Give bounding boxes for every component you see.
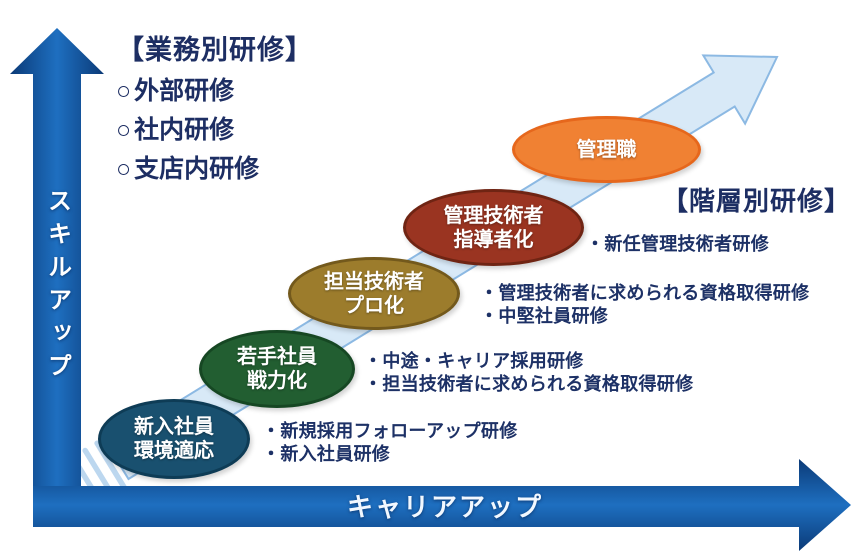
training-note-label: 新任管理技術者研修: [604, 234, 770, 254]
stage-label: 新入社員: [134, 416, 214, 438]
training-note: ・新任管理技術者研修: [586, 233, 769, 256]
business-training-item: ○支店内研修: [116, 150, 259, 189]
stage-ellipse-engineer-in-charge: 担当技術者 プロ化: [288, 257, 460, 330]
training-notes-managing-engineer: ・新任管理技術者研修: [586, 233, 769, 256]
training-notes-engineer-in-charge: ・管理技術者に求められる資格取得研修 ・中堅社員研修: [480, 282, 809, 328]
business-training-item: ○社内研修: [116, 111, 259, 150]
dot-bullet-icon: ・: [364, 374, 383, 394]
circle-bullet-icon: ○: [116, 77, 132, 105]
stage-label: 管理技術者: [443, 204, 544, 227]
business-training-item-label: 支店内研修: [134, 155, 260, 183]
business-training-item: ○外部研修: [116, 72, 259, 111]
dot-bullet-icon: ・: [262, 421, 281, 441]
circle-bullet-icon: ○: [116, 155, 132, 183]
y-axis-arrow: [10, 28, 104, 527]
dot-bullet-icon: ・: [480, 283, 499, 303]
training-note: ・担当技術者に求められる資格取得研修: [364, 373, 693, 396]
training-notes-new-employee: ・新規採用フォローアップ研修 ・新入社員研修: [262, 420, 518, 466]
business-training-list: ○外部研修 ○社内研修 ○支店内研修: [116, 72, 259, 189]
stage-label: 戦力化: [247, 370, 307, 392]
dot-bullet-icon: ・: [586, 234, 605, 254]
training-note-label: 中途・キャリア採用研修: [382, 351, 584, 371]
training-note: ・中途・キャリア採用研修: [364, 350, 693, 373]
training-note: ・管理技術者に求められる資格取得研修: [480, 282, 809, 305]
dot-bullet-icon: ・: [262, 444, 281, 464]
stage-ellipse-manager: 管理職: [512, 116, 701, 183]
stage-label: 指導者化: [453, 228, 534, 251]
x-axis-label: キャリアアップ: [346, 492, 543, 522]
stage-ellipse-young-employee: 若手社員 戦力化: [199, 330, 355, 408]
stage-label: 管理職: [576, 138, 637, 161]
training-note-label: 新入社員研修: [280, 444, 391, 464]
circle-bullet-icon: ○: [116, 116, 132, 144]
business-training-item-label: 外部研修: [134, 77, 235, 105]
dot-bullet-icon: ・: [364, 351, 383, 371]
stage-label: 担当技術者: [324, 270, 424, 293]
stage-label: プロ化: [344, 294, 404, 317]
stage-label: 若手社員: [237, 346, 317, 368]
dot-bullet-icon: ・: [480, 306, 499, 326]
business-training-item-label: 社内研修: [134, 116, 235, 144]
stage-ellipse-new-employee: 新入社員 環境適応: [98, 399, 250, 479]
training-notes-young-employee: ・中途・キャリア採用研修 ・担当技術者に求められる資格取得研修: [364, 350, 693, 396]
training-note-label: 管理技術者に求められる資格取得研修: [498, 283, 810, 303]
stage-label: 環境適応: [134, 440, 214, 462]
x-axis-arrow: [33, 459, 851, 551]
y-axis-label: スキルアップ: [43, 188, 71, 386]
training-note: ・新規採用フォローアップ研修: [262, 420, 518, 443]
business-training-heading: 【業務別研修】: [117, 35, 313, 65]
training-note-label: 新規採用フォローアップ研修: [280, 421, 518, 441]
training-note-label: 担当技術者に求められる資格取得研修: [382, 374, 694, 394]
training-note: ・中堅社員研修: [480, 305, 809, 328]
stage-ellipse-managing-engineer: 管理技術者 指導者化: [403, 189, 584, 266]
tier-training-heading: 【階層別研修】: [662, 186, 852, 216]
training-note: ・新入社員研修: [262, 443, 518, 466]
training-note-label: 中堅社員研修: [498, 306, 609, 326]
